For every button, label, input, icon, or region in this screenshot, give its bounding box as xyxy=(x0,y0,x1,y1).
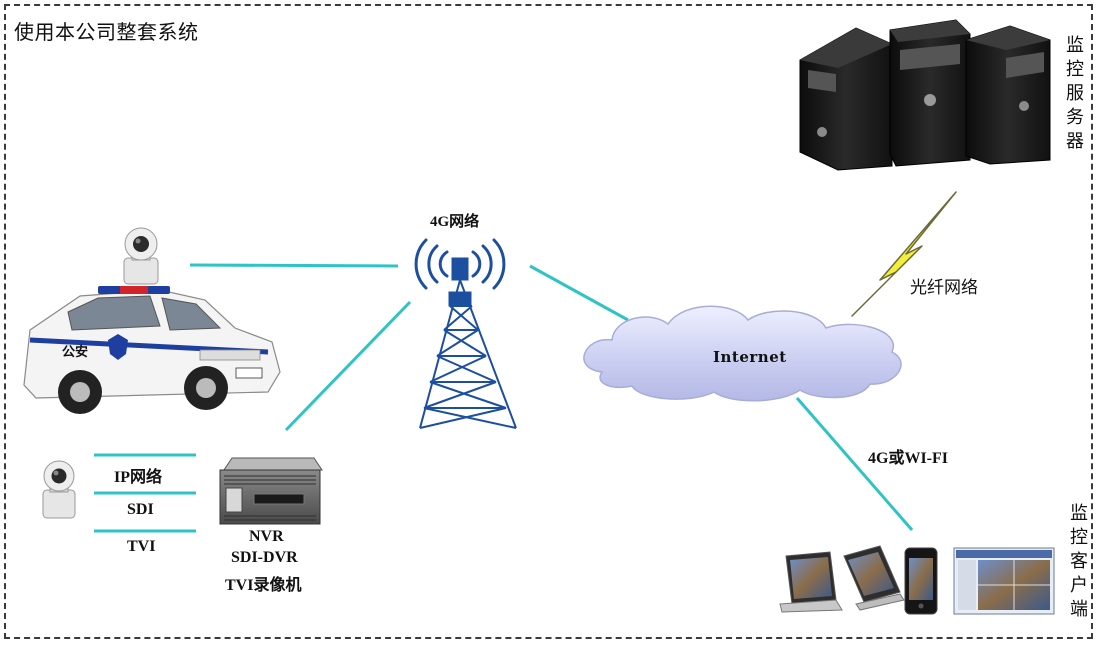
monitor-server-label: 监控服务器 xyxy=(1066,35,1084,152)
wifi-4g-label: 4G或WI-FI xyxy=(868,450,949,467)
standalone-ptz-camera-icon xyxy=(42,460,76,519)
camera-links xyxy=(94,453,196,533)
sdi-label: SDI xyxy=(127,501,154,518)
smartphone-icon xyxy=(904,547,938,615)
cloud-icon xyxy=(583,305,902,402)
diagram-title: 使用本公司整套系统 xyxy=(14,20,199,44)
tower-to-cloud-line xyxy=(529,264,629,322)
cell-tower-icon xyxy=(414,238,517,429)
car-door-text: 公安 xyxy=(62,345,89,360)
police-car-icon xyxy=(23,286,281,414)
cloud-to-client-line xyxy=(795,397,914,531)
nvr-label: NVR xyxy=(249,528,284,545)
tvi-recorder-label: TVI录像机 xyxy=(225,577,302,594)
server-icon xyxy=(799,19,1051,171)
tablet-icon xyxy=(843,545,905,611)
internet-label: Internet xyxy=(713,348,787,366)
recorder-to-tower-line xyxy=(284,300,412,432)
tvi-label: TVI xyxy=(127,538,156,555)
network-4g-label: 4G网络 xyxy=(430,214,480,230)
laptop-icon xyxy=(779,551,843,613)
monitor-screen-icon xyxy=(953,547,1055,615)
ip-network-label: IP网络 xyxy=(114,469,163,486)
connector-lines xyxy=(189,263,914,531)
monitor-client-label: 监控客户端 xyxy=(1070,503,1088,620)
car-to-tower-line xyxy=(189,263,399,268)
fiber-network-label: 光纤网络 xyxy=(910,278,978,298)
dvr-recorder-icon xyxy=(219,457,323,525)
ptz-camera-icon xyxy=(123,227,159,285)
lightning-icon xyxy=(851,191,957,317)
sdi-dvr-label: SDI-DVR xyxy=(231,549,298,566)
diagram-frame xyxy=(4,4,1093,639)
